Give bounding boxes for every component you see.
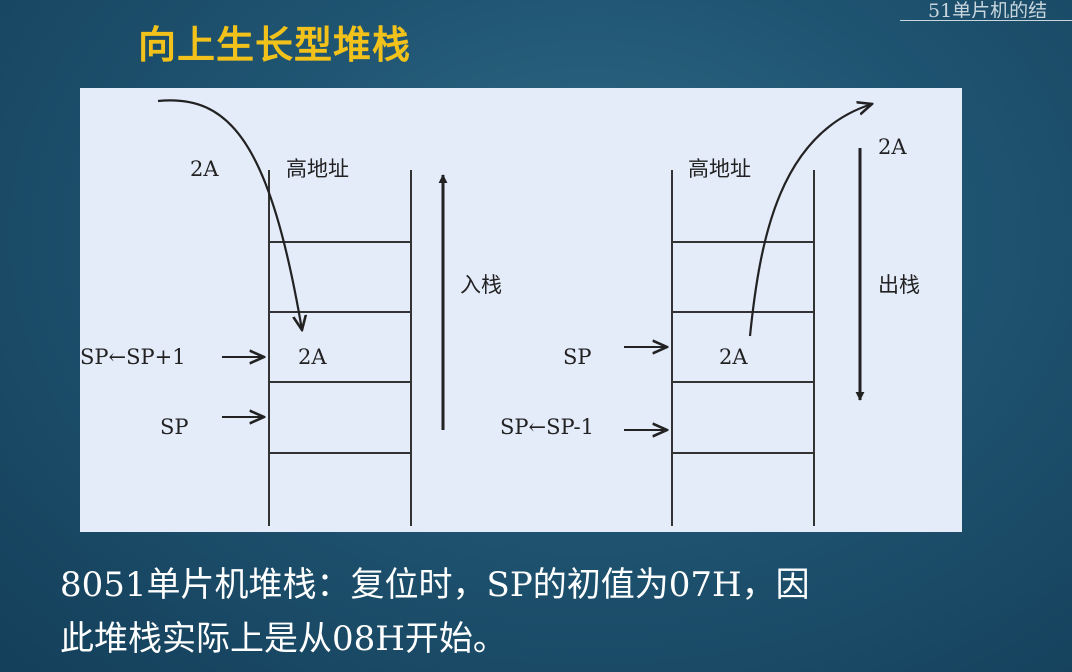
push-cell-value: 2A bbox=[298, 345, 327, 369]
caption-line-1: 8051单片机堆栈：复位时，SP的初值为07H，因 bbox=[60, 565, 810, 605]
pop-operation-label: 出栈 bbox=[878, 273, 920, 297]
push-data-arrow bbox=[157, 99, 302, 330]
push-pointer-before-label: SP bbox=[160, 415, 189, 439]
push-high-address-label: 高地址 bbox=[286, 157, 349, 181]
pop-high-address-label: 高地址 bbox=[688, 157, 751, 181]
caption-line-2: 此堆栈实际上是从08H开始。 bbox=[60, 619, 507, 659]
pop-stack bbox=[671, 170, 815, 526]
corner-caption: 51单片机的结 bbox=[928, 0, 1048, 18]
push-pointer-after-label: SP←SP+1 bbox=[80, 345, 186, 369]
push-stack bbox=[268, 170, 412, 526]
stack-diagram-svg: 2A 高地址 入栈 2A SP←SP+1 SP 高地址 2A 出栈 2A SP … bbox=[80, 99, 920, 526]
push-data-label: 2A bbox=[190, 157, 219, 181]
slide-title: 向上生长型堆栈 bbox=[138, 23, 412, 67]
pop-cell-value: 2A bbox=[719, 345, 748, 369]
pop-data-label: 2A bbox=[878, 135, 907, 159]
pop-pointer-before-label: SP bbox=[563, 345, 592, 369]
slide-caption: 8051单片机堆栈：复位时，SP的初值为07H，因 此堆栈实际上是从08H开始。 bbox=[60, 558, 1050, 666]
stack-diagram: 2A 高地址 入栈 2A SP←SP+1 SP 高地址 2A 出栈 2A SP … bbox=[80, 88, 962, 532]
corner-divider bbox=[900, 20, 1072, 21]
pop-data-arrow bbox=[748, 104, 872, 337]
pop-pointer-after-label: SP←SP-1 bbox=[500, 415, 594, 439]
push-operation-label: 入栈 bbox=[460, 273, 502, 297]
